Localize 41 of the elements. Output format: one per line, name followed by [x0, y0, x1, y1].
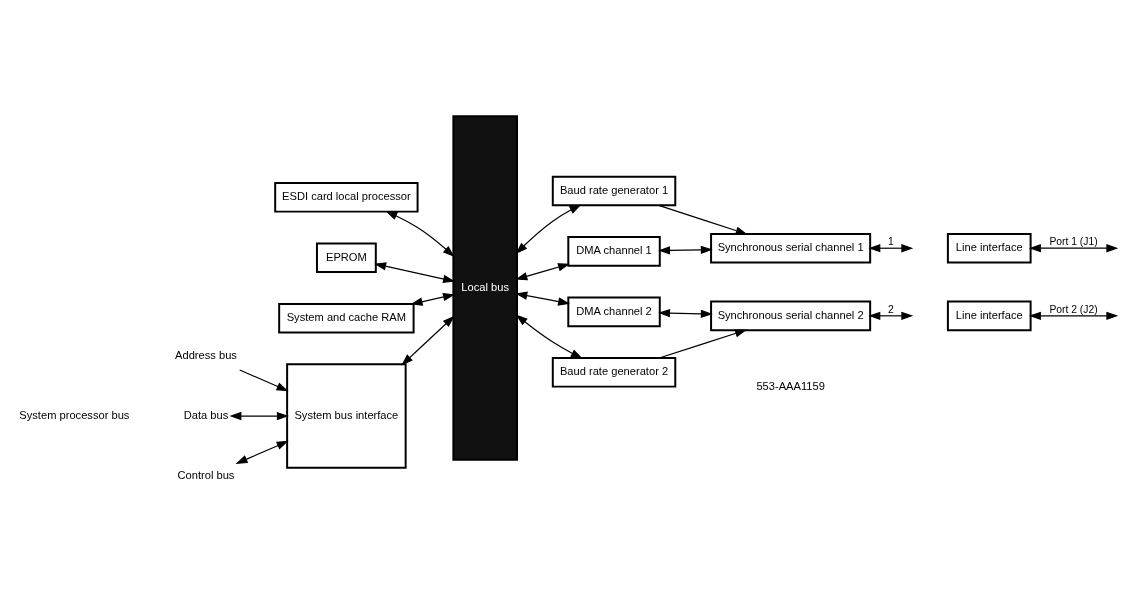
node-box: Baud rate generator 1 [551, 175, 677, 207]
node-text: Data bus [183, 408, 229, 421]
arrow [401, 315, 455, 366]
arrow [658, 329, 747, 359]
arrow [385, 211, 455, 258]
arrow [515, 263, 570, 281]
node-box: Local bus [452, 115, 518, 461]
arrow [1028, 244, 1119, 253]
arrow [410, 292, 455, 306]
arrow [235, 440, 289, 464]
arrow [1028, 311, 1119, 320]
arrow [374, 262, 456, 284]
edge-label: Port 2 (J2) [1049, 303, 1098, 315]
arrow [868, 311, 914, 320]
arrow [515, 314, 583, 359]
node-box: Synchronous serial channel 1 [710, 232, 872, 264]
arrow [868, 244, 914, 253]
node-box: System bus interface [286, 363, 407, 469]
arrow [658, 245, 713, 255]
node-text: Control bus [177, 469, 235, 482]
edge-label: Port 1 (J1) [1049, 236, 1098, 248]
label: System processor bus [19, 408, 130, 421]
node-box: Line interface [946, 300, 1032, 332]
label: 553-AAA1159 [756, 379, 825, 392]
edge-label: 2 [887, 303, 894, 315]
node-box: Synchronous serial channel 2 [710, 300, 872, 332]
arrow [658, 204, 748, 235]
node-box: ESDI card local processor [274, 182, 419, 213]
node-box: Baud rate generator 2 [551, 357, 677, 388]
arrow [229, 411, 289, 421]
node-box: Line interface [946, 232, 1032, 264]
arrow [515, 204, 582, 255]
node-box: DMA channel 2 [567, 296, 661, 328]
node-box: System and cache RAM [278, 302, 415, 334]
arrow [658, 308, 713, 318]
edge-label: 1 [887, 236, 894, 248]
node-text: Address bus [175, 348, 237, 361]
arrow [239, 369, 289, 392]
arrow [515, 291, 571, 306]
node-box: EPROM [315, 242, 377, 274]
node-box: DMA channel 1 [567, 236, 661, 267]
